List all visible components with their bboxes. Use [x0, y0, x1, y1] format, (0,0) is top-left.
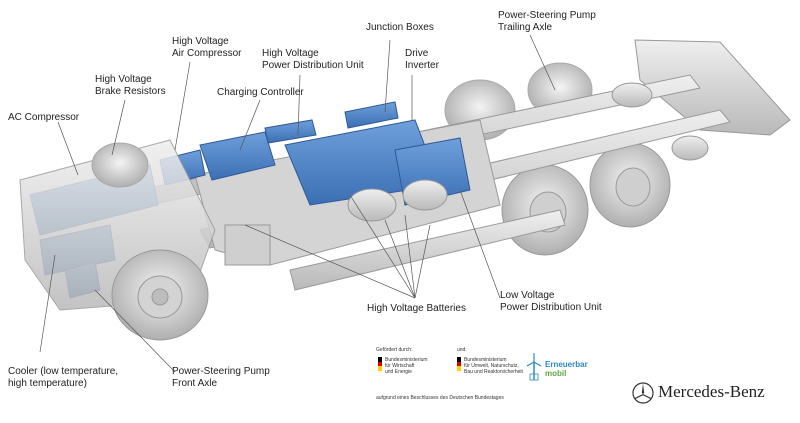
funded-by-text: Gefördert durch: [376, 347, 413, 353]
label-cooler: Cooler (low temperature,high temperature… [8, 366, 119, 389]
tanks [347, 82, 709, 222]
and-text: und: [457, 347, 467, 353]
erneuerbar-mobil-logo: Erneuerbar mobil [545, 360, 588, 378]
bundestag-resolution-text: aufgrund eines Beschlusses des Deutschen… [376, 395, 504, 401]
mercedes-benz-wordmark: Mercedes-Benz [658, 382, 765, 401]
label-charging-controller: Charging Controller [217, 87, 304, 98]
front-box [224, 224, 271, 266]
front-wheel [91, 142, 209, 341]
label-hv-batteries: High Voltage Batteries [367, 303, 466, 314]
label-ac-compressor: AC Compressor [8, 112, 80, 123]
label-junction-boxes: Junction Boxes [366, 22, 434, 33]
german-flag-icon [378, 357, 382, 371]
rear-platform [634, 39, 791, 136]
mercedes-star-icon [632, 382, 654, 404]
ministry-economy: Bundesministerium für Wirtschaft und Ene… [385, 357, 428, 375]
ministry-environment: Bundesministerium für Umwelt, Naturschut… [464, 357, 523, 375]
leader-lines [39, 34, 556, 373]
wind-turbine-icon [526, 353, 542, 381]
german-flag-icon-2 [457, 357, 461, 371]
